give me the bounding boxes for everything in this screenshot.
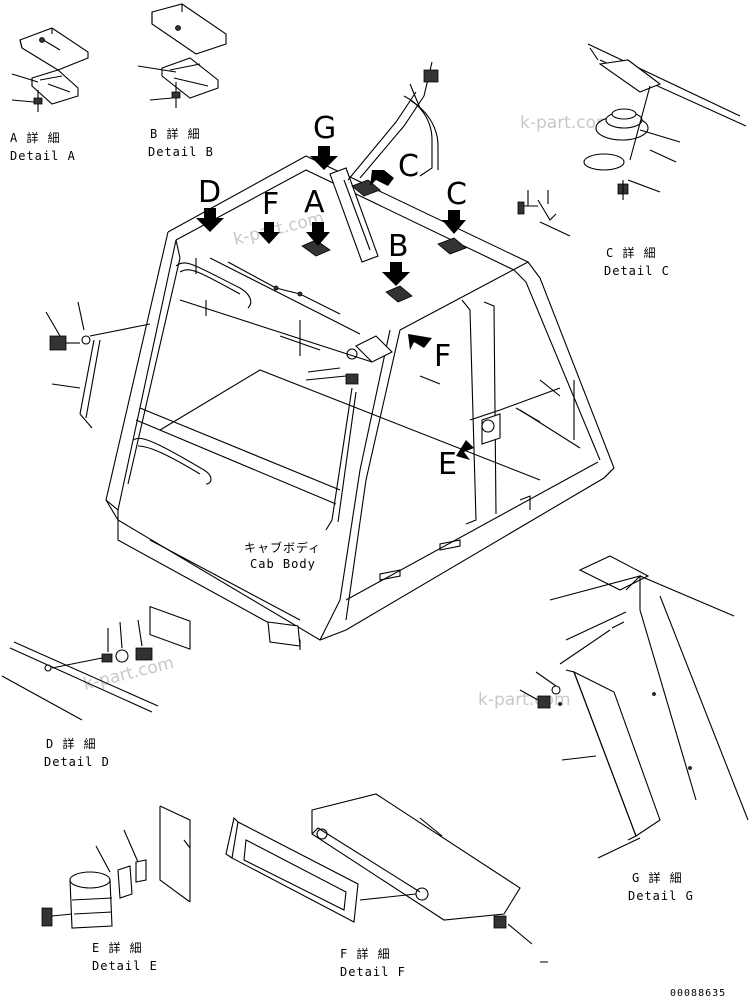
cab-body-label-en: Cab Body — [250, 557, 316, 571]
detail-f-label-en: Detail F — [340, 965, 406, 979]
detail-a-drawing — [11, 27, 89, 112]
arrow-d — [196, 208, 224, 232]
arrow-f-right — [408, 334, 432, 350]
callout-f-right: F — [434, 339, 451, 374]
detail-b-label-en: Detail B — [148, 145, 214, 159]
detail-b-label-jp: B 詳 細 — [150, 126, 201, 141]
detail-g-drawing — [519, 555, 749, 859]
detail-e-drawing — [41, 805, 191, 929]
watermark-1: k-part.com — [520, 113, 613, 133]
detail-a-label-en: Detail A — [10, 149, 76, 163]
detail-e-label-en: Detail E — [92, 959, 158, 973]
detail-c-drawing — [517, 43, 747, 237]
arrow-f-top — [258, 222, 280, 244]
detail-g-label-en: Detail G — [628, 889, 694, 903]
detail-f-drawing — [225, 793, 548, 963]
callout-c-left: C — [398, 149, 419, 184]
detail-a-label-jp: A 詳 細 — [10, 130, 61, 145]
detail-c-label-en: Detail C — [604, 264, 670, 278]
detail-d-label-jp: D 詳 細 — [46, 736, 97, 751]
callout-f-top: F — [262, 187, 279, 222]
detail-f-label-jp: F 詳 細 — [340, 946, 391, 961]
callout-a: A — [304, 185, 325, 220]
detail-e-label-jp: E 詳 細 — [92, 940, 143, 955]
arrow-c-left — [370, 170, 394, 186]
callout-c-right: C — [446, 177, 467, 212]
detail-d-label-en: Detail D — [44, 755, 110, 769]
arrow-b — [382, 262, 410, 286]
callout-g: G — [313, 111, 336, 146]
detail-b-drawing — [137, 3, 227, 108]
arrow-e — [456, 440, 474, 460]
arrow-a — [306, 222, 330, 246]
detail-c-label-jp: C 詳 細 — [606, 245, 657, 260]
callout-e: E — [438, 447, 457, 482]
arrow-c-right — [442, 210, 466, 234]
cab-body-drawing — [45, 61, 615, 650]
detail-d-drawing — [1, 619, 159, 721]
drawing-number: 00088635 — [670, 988, 726, 999]
cab-body-label-jp: キャブボディ — [244, 540, 321, 555]
detail-g-label-jp: G 詳 細 — [632, 870, 683, 885]
callout-d: D — [198, 175, 221, 210]
callout-b: B — [388, 229, 409, 264]
arrow-g — [310, 146, 338, 170]
callout-arrows — [196, 146, 474, 460]
